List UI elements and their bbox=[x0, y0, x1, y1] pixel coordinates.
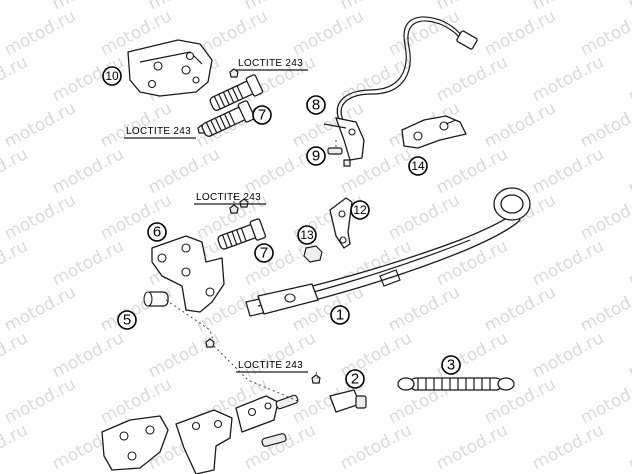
watermark-text: motod.ru bbox=[0, 0, 31, 14]
watermark-text: motod.ru bbox=[577, 282, 632, 336]
watermark-text: motod.ru bbox=[625, 0, 632, 14]
watermark-text: motod.ru bbox=[625, 328, 632, 382]
watermark-text: motod.ru bbox=[145, 328, 223, 382]
callout-13: 13 bbox=[297, 225, 317, 245]
part-5-bushing bbox=[143, 291, 169, 307]
watermark-text: motod.ru bbox=[529, 144, 607, 198]
part-1-sidestand bbox=[245, 187, 531, 317]
part-8-sidestand-switch-cable bbox=[323, 16, 478, 161]
watermark-text: motod.ru bbox=[1, 6, 79, 60]
watermark-text: motod.ru bbox=[433, 420, 511, 474]
callout-2: 2 bbox=[345, 369, 365, 389]
loctite-label-d: LOCTITE 243 bbox=[238, 360, 303, 371]
watermark-text: motod.ru bbox=[385, 282, 463, 336]
watermark-text: motod.ru bbox=[49, 144, 127, 198]
watermark-text: motod.ru bbox=[481, 282, 559, 336]
watermark-text: motod.ru bbox=[577, 374, 632, 428]
part-6-bracket bbox=[151, 235, 225, 313]
watermark-text: motod.ru bbox=[145, 144, 223, 198]
loose-parts bbox=[205, 338, 215, 348]
svg-text:8: 8 bbox=[312, 97, 320, 114]
watermark-text: motod.ru bbox=[241, 328, 319, 382]
callouts: 10 7 8 9 14 12 13 6 7 5 1 3 2 bbox=[102, 66, 461, 389]
watermark-text: motod.ru bbox=[0, 52, 31, 106]
svg-text:5: 5 bbox=[123, 312, 131, 329]
watermark-text: motod.ru bbox=[385, 6, 463, 60]
svg-text:1: 1 bbox=[336, 307, 344, 324]
svg-text:9: 9 bbox=[312, 148, 320, 165]
watermark-text: motod.ru bbox=[337, 52, 415, 106]
assembly-lines bbox=[165, 140, 337, 403]
watermark-text: motod.ru bbox=[481, 6, 559, 60]
watermark-text: motod.ru bbox=[529, 420, 607, 474]
svg-text:2: 2 bbox=[351, 371, 359, 388]
loctite-label-b: LOCTITE 243 bbox=[126, 126, 191, 137]
svg-text:13: 13 bbox=[300, 228, 314, 242]
part-7-bolts-top bbox=[201, 74, 264, 137]
watermark-text: motod.ru bbox=[0, 144, 31, 198]
watermark-text: motod.ru bbox=[577, 6, 632, 60]
part-10-bracket bbox=[127, 39, 213, 97]
watermark-text: motod.ru bbox=[625, 144, 632, 198]
svg-text:7: 7 bbox=[260, 245, 268, 262]
watermark-text: motod.ru bbox=[529, 236, 607, 290]
svg-text:12: 12 bbox=[353, 203, 367, 217]
watermark-text: motod.ru bbox=[0, 236, 31, 290]
watermark-text: motod.ru bbox=[385, 190, 463, 244]
callout-10: 10 bbox=[102, 66, 122, 86]
watermark-text: motod.ru bbox=[0, 420, 31, 474]
watermark-text: motod.ru bbox=[577, 190, 632, 244]
watermark-text: motod.ru bbox=[481, 98, 559, 152]
callout-7-top: 7 bbox=[252, 105, 272, 125]
watermark-text: motod.ru bbox=[433, 52, 511, 106]
callout-8: 8 bbox=[306, 95, 326, 115]
watermark-text: motod.ru bbox=[337, 420, 415, 474]
loctite-label-a: LOCTITE 243 bbox=[238, 58, 303, 69]
callout-12: 12 bbox=[350, 200, 370, 220]
callout-7-mid: 7 bbox=[254, 243, 274, 263]
watermark-text: motod.ru bbox=[529, 328, 607, 382]
watermark-text: motod.ru bbox=[1, 374, 79, 428]
callout-5: 5 bbox=[117, 310, 137, 330]
watermark-text: motod.ru bbox=[625, 420, 632, 474]
watermark-text: motod.ru bbox=[1, 282, 79, 336]
svg-text:10: 10 bbox=[105, 69, 119, 83]
part-7-bolts-mid bbox=[217, 198, 267, 250]
watermark-text: motod.ru bbox=[625, 52, 632, 106]
part-13-nut bbox=[303, 245, 323, 263]
svg-text:6: 6 bbox=[153, 224, 161, 241]
part-12-bracket bbox=[329, 197, 353, 249]
watermark-text: motod.ru bbox=[433, 144, 511, 198]
watermark-text: motod.ru bbox=[97, 282, 175, 336]
watermark-text: motod.ru bbox=[433, 328, 511, 382]
part-3-spring bbox=[397, 377, 515, 391]
watermark-text: motod.ru bbox=[289, 6, 367, 60]
bottom-bracket-assembly bbox=[101, 394, 299, 474]
callout-1: 1 bbox=[330, 305, 350, 325]
callout-3: 3 bbox=[441, 355, 461, 375]
watermark-text: motod.ru bbox=[49, 236, 127, 290]
callout-6: 6 bbox=[147, 222, 167, 242]
loctite-label-c: LOCTITE 243 bbox=[196, 192, 261, 203]
watermark-text: motod.ru bbox=[49, 328, 127, 382]
part-14-plate bbox=[401, 115, 467, 149]
svg-text:7: 7 bbox=[258, 107, 266, 124]
part-2-bolt bbox=[311, 374, 367, 413]
loctite-labels: LOCTITE 243 LOCTITE 243 LOCTITE 243 LOCT… bbox=[124, 58, 308, 373]
watermark-text: motod.ru bbox=[529, 52, 607, 106]
watermark-text: motod.ru bbox=[625, 236, 632, 290]
watermark-text: motod.ru bbox=[0, 328, 31, 382]
svg-text:14: 14 bbox=[411, 159, 425, 173]
callout-14: 14 bbox=[408, 156, 428, 176]
part-9-screw bbox=[327, 147, 351, 167]
svg-text:3: 3 bbox=[447, 357, 455, 374]
watermark-text: motod.ru bbox=[1, 98, 79, 152]
watermark-text: motod.ru bbox=[577, 98, 632, 152]
watermark-text: motod.ru bbox=[1, 190, 79, 244]
callout-9: 9 bbox=[306, 146, 326, 166]
